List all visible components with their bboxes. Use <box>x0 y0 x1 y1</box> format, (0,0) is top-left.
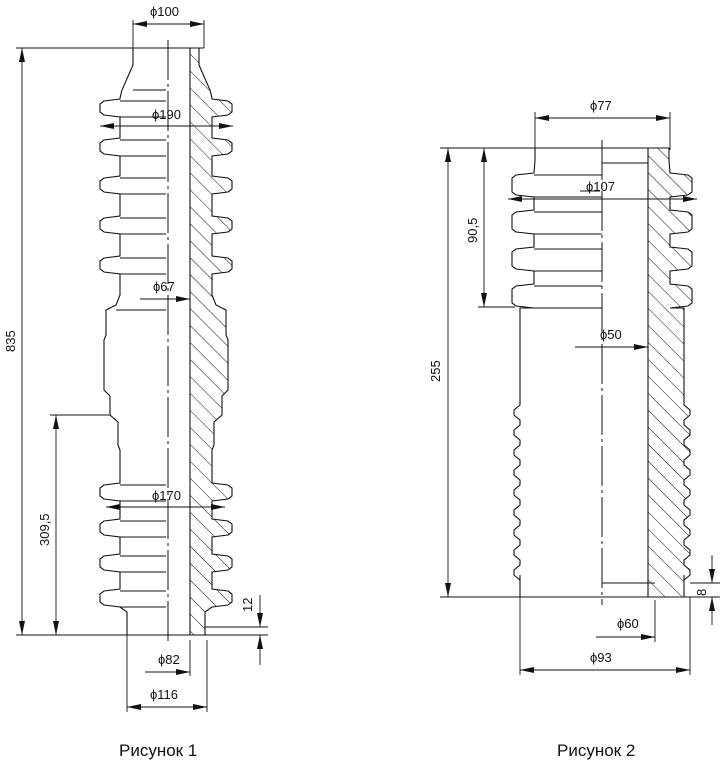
figure-1-caption: Рисунок 1 <box>119 741 197 760</box>
dim-fig1-bottom-outer-diameter: ϕ116 <box>150 687 178 702</box>
dim-fig2-top-diameter: ϕ77 <box>590 98 612 113</box>
figure-1-left-outline <box>99 48 134 635</box>
figure-2-rib-lines <box>534 174 602 309</box>
dim-fig2-bottom-inner-diameter: ϕ60 <box>617 616 639 631</box>
figure-1-dimensions: ϕ100 ϕ190 ϕ67 ϕ170 ϕ82 ϕ116 835 309,5 12 <box>3 4 268 712</box>
dim-fig2-total-height: 255 <box>428 360 443 382</box>
dim-fig2-bore-diameter: ϕ50 <box>600 327 622 342</box>
dim-fig2-shed-zone-height: 90,5 <box>465 218 480 243</box>
dim-fig2-shed-diameter: ϕ107 <box>586 179 615 194</box>
dim-fig1-bottom-inner-diameter: ϕ82 <box>158 652 180 667</box>
dim-fig1-total-height: 835 <box>3 330 18 352</box>
dim-fig1-lower-height: 309,5 <box>37 513 52 546</box>
figure-2-caption: Рисунок 2 <box>557 741 635 760</box>
dim-fig1-bottom-step: 12 <box>240 598 255 612</box>
dim-fig1-shed-diameter-lower: ϕ170 <box>152 488 181 503</box>
figure-2-insulator <box>511 140 693 605</box>
figure-2-hatched-section <box>647 147 693 598</box>
figure-1-insulator <box>99 40 233 645</box>
figure-1-hatched-section <box>189 47 233 636</box>
dim-fig1-top-diameter: ϕ100 <box>150 4 179 19</box>
dim-fig1-shed-diameter-upper: ϕ190 <box>152 107 181 122</box>
dim-fig2-bottom-step: 8 <box>694 589 709 596</box>
dim-fig2-bottom-outer-diameter: ϕ93 <box>590 650 612 665</box>
figure-1-shed-lines <box>116 89 166 608</box>
figure-2-dimensions: ϕ77 ϕ107 ϕ50 255 90,5 8 ϕ60 ϕ93 <box>428 98 720 675</box>
dim-fig1-bore-diameter: ϕ67 <box>153 279 175 294</box>
figure-2-left-outline <box>511 148 536 597</box>
